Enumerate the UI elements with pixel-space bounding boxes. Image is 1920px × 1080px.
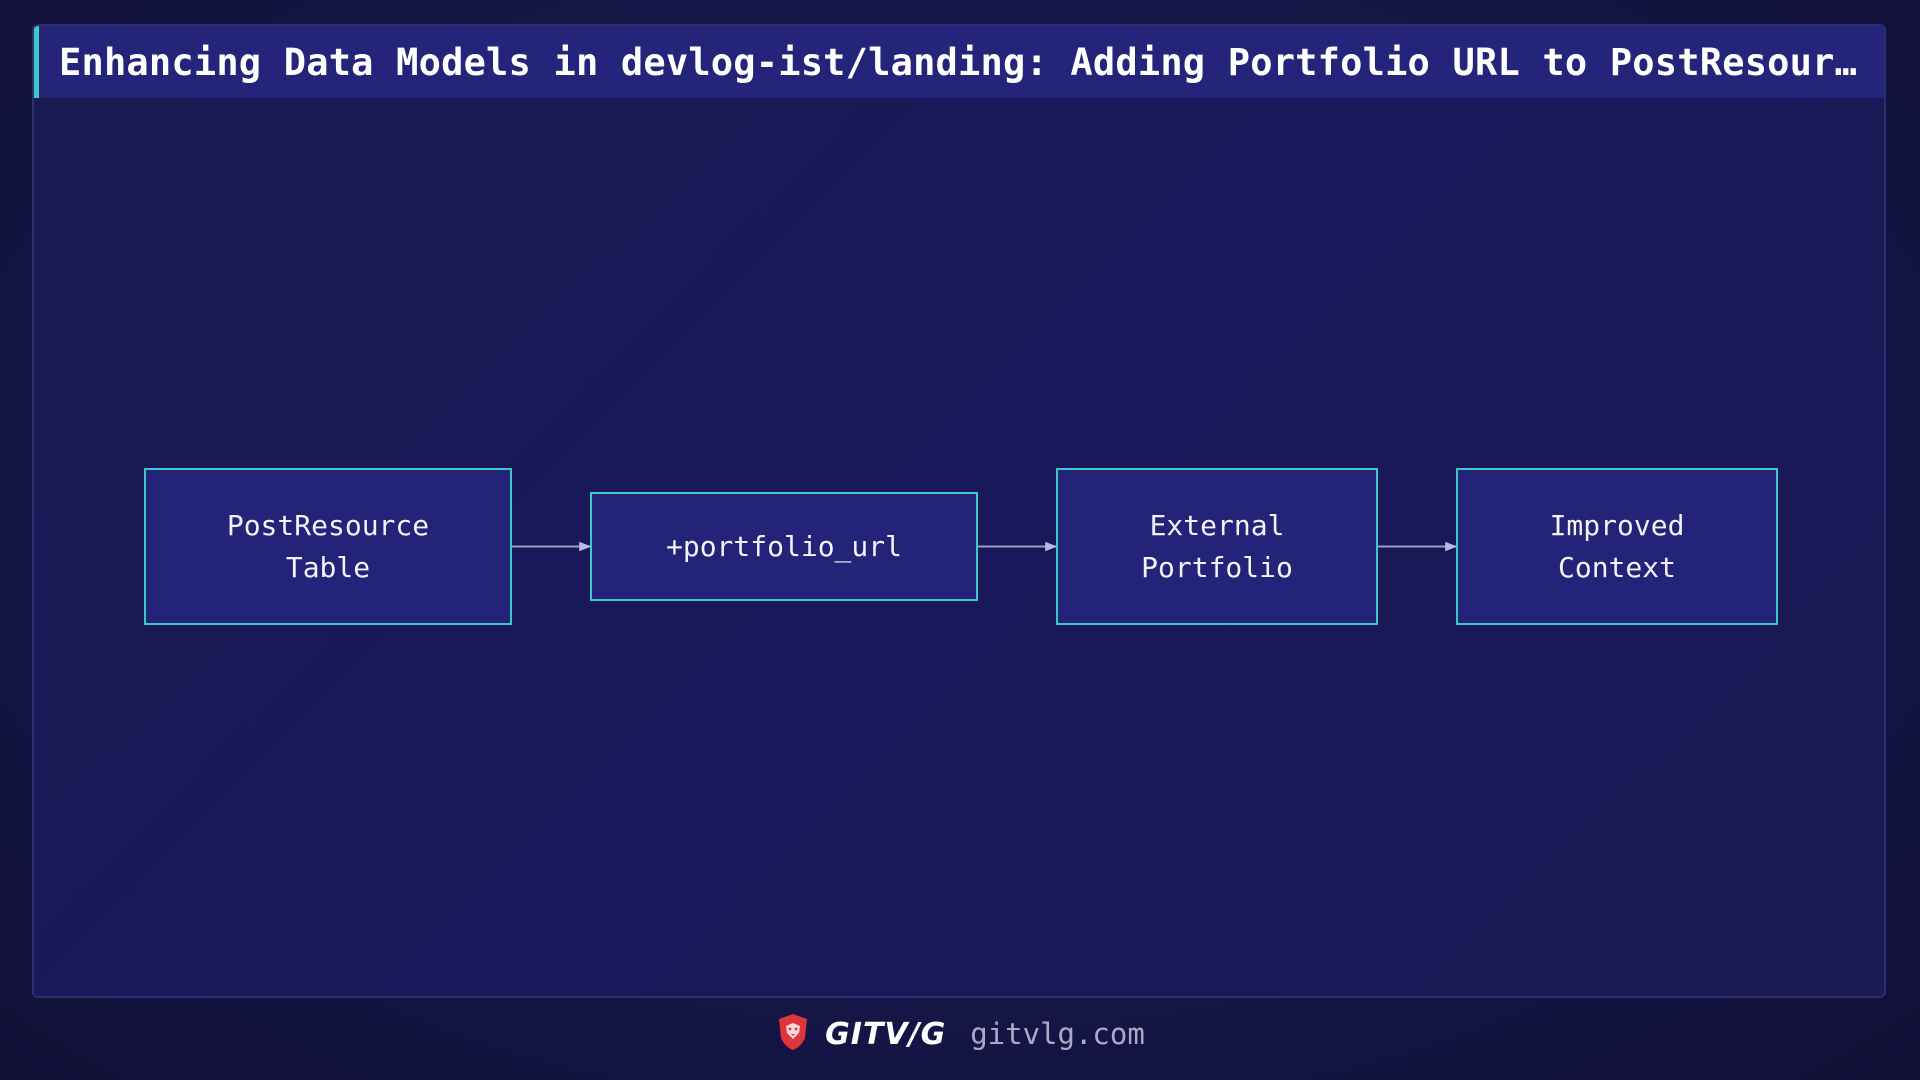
node-portfolio-url: +portfolio_url [590, 492, 978, 601]
node-external-portfolio: External Portfolio [1056, 468, 1378, 625]
node-post-resource-table: PostResource Table [144, 468, 512, 625]
site-link[interactable]: gitvlg.com [970, 1017, 1145, 1051]
node-improved-context: Improved Context [1456, 468, 1778, 625]
footer: GITV/G gitvlg.com [0, 1012, 1920, 1056]
title-bar: Enhancing Data Models in devlog-ist/land… [34, 26, 1884, 98]
slide-title: Enhancing Data Models in devlog-ist/land… [59, 40, 1858, 84]
brand-name: GITV/G [825, 1016, 947, 1052]
lion-shield-icon [775, 1012, 811, 1056]
